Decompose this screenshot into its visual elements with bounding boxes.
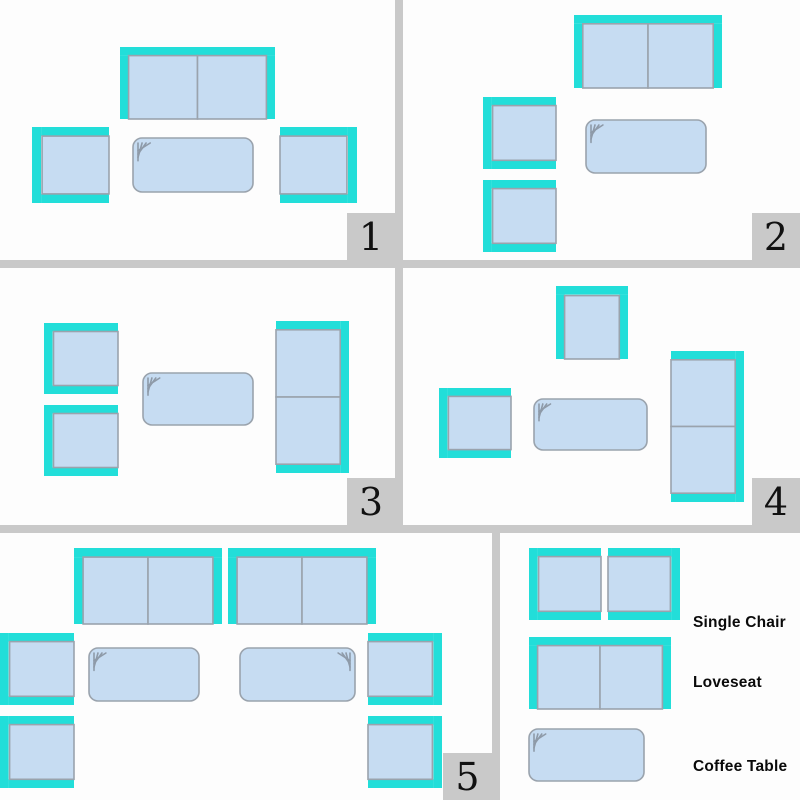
loveseat [574,15,722,89]
panel-4-furniture-layout [439,286,744,502]
coffee-table-left [88,647,200,702]
single-chair-upper-left [44,323,119,394]
coffee-table [142,372,254,426]
arrangement-panel-4 [403,268,800,525]
single-chair-lower-left [44,405,119,476]
panel-3-furniture-layout [44,321,349,476]
legend-row-loveseat-label: Loveseat [693,674,762,691]
loveseat-swatch [529,637,671,710]
loveseat [120,47,275,120]
legend-row-coffee-table-label: Coffee Table [693,758,788,775]
legend-icons [528,548,680,782]
single-chair-lower-left [0,716,75,788]
panel-number-badge-4: 4 [752,478,800,525]
single-chair-top [556,286,628,360]
single-chair-swatch-left [529,548,602,620]
loveseat-left [74,548,222,625]
single-chair-left [439,388,512,458]
legend-row-single-chair-label: Single Chair [693,614,786,631]
panel-5-furniture-layout [0,548,442,788]
panel-number-badge-2: 2 [752,213,800,260]
arrangement-panel-1 [0,0,395,260]
coffee-table-right [239,647,356,702]
loveseat-vertical [275,321,349,473]
single-chair-swatch-right [607,548,680,620]
loveseat-right [228,548,376,625]
single-chair-left [32,127,110,203]
coffee-table [533,398,648,451]
loveseat-vertical [670,351,744,502]
coffee-table [585,119,707,174]
single-chair-lower-right [367,716,442,788]
single-chair-upper [483,97,557,169]
panel-number-badge-5: 5 [443,753,492,800]
single-chair-upper-right [367,633,442,705]
single-chair-right [279,127,357,203]
coffee-table-swatch [528,728,645,782]
arrangement-panel-2 [403,0,800,260]
panel-1-furniture-layout [32,47,357,203]
arrangement-panel-5 [0,533,492,800]
arrangement-panel-3 [0,268,395,525]
single-chair-upper-left [0,633,75,705]
panel-number-badge-1: 1 [347,213,395,260]
panel-number-badge-3: 3 [347,478,395,525]
coffee-table [132,137,254,193]
panel-2-furniture-layout [483,15,722,252]
single-chair-lower [483,180,557,252]
